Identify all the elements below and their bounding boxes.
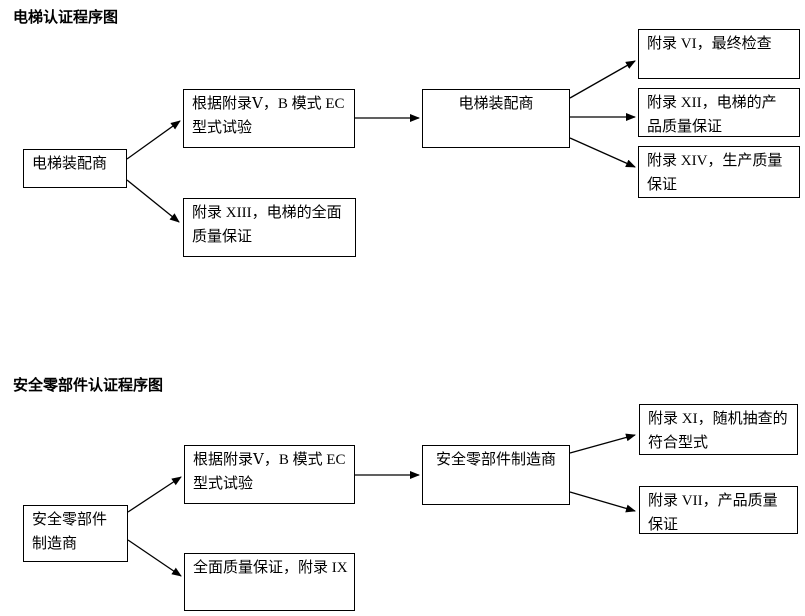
box-label: 保证 xyxy=(647,177,678,193)
arrow-installer-mid-to-production-qa xyxy=(569,137,636,168)
box-elevator-installer-source: 电梯装配商 xyxy=(23,149,127,188)
box-label: 保证 xyxy=(648,517,679,533)
box-elevator-installer-mid: 电梯装配商 xyxy=(422,89,570,148)
diagram2-title: 安全零部件认证程序图 xyxy=(13,378,164,394)
box-annex11-random-sampling-check: 附录 XI，随机抽查的 符合型式 xyxy=(639,404,798,455)
box-label: 型式试验 xyxy=(192,120,253,136)
box-annex14-production-quality-assurance: 附录 XIV，生产质量 保证 xyxy=(638,146,800,198)
box-label: 附录 XIII，电梯的全面 xyxy=(192,205,342,221)
box-label: 型式试验 xyxy=(193,476,254,492)
box-label: 附录 XI，随机抽查的 xyxy=(648,411,788,427)
box-label: 安全零部件制造商 xyxy=(435,452,556,468)
arrow-manufacturer-mid-to-product-qa xyxy=(569,491,636,513)
arrow-installer-to-type-exam xyxy=(126,120,181,160)
box-ec-type-exam-2: 根据附录Ⅴ，B 模式 EC 型式试验 xyxy=(184,445,355,504)
box-safety-component-manufacturer-mid: 安全零部件制造商 xyxy=(422,445,570,505)
box-annex7-product-quality-assurance: 附录 VII，产品质量 保证 xyxy=(639,486,798,534)
arrow-installer-mid-to-final-inspection xyxy=(569,60,636,99)
box-label: 品质量保证 xyxy=(647,119,723,135)
box-annex9-full-quality-assurance: 全面质量保证，附录 IX xyxy=(184,553,355,611)
box-ec-type-exam-1: 根据附录Ⅴ，B 模式 EC 型式试验 xyxy=(183,89,355,148)
arrow-manufacturer-to-type-exam xyxy=(127,476,182,513)
box-label: 根据附录Ⅴ，B 模式 EC xyxy=(193,452,346,468)
diagram1-title: 电梯认证程序图 xyxy=(13,10,119,26)
box-safety-component-manufacturer-source: 安全零部件 制造商 xyxy=(23,505,128,562)
box-label: 附录 XII，电梯的产 xyxy=(647,95,777,111)
box-label: 符合型式 xyxy=(648,435,709,451)
box-annex12-product-quality-assurance: 附录 XII，电梯的产 品质量保证 xyxy=(638,88,800,137)
box-label: 根据附录Ⅴ，B 模式 EC xyxy=(192,96,345,112)
box-label: 全面质量保证，附录 IX xyxy=(193,560,348,576)
arrow-installer-to-full-qa xyxy=(126,179,180,223)
arrow-manufacturer-mid-to-random-check xyxy=(569,433,636,454)
box-label: 质量保证 xyxy=(192,229,253,245)
box-label: 电梯装配商 xyxy=(32,156,108,172)
box-annex13-full-quality-assurance: 附录 XIII，电梯的全面 质量保证 xyxy=(183,198,356,257)
box-annex6-final-inspection: 附录 VI，最终检查 xyxy=(638,29,800,79)
box-label: 附录 VII，产品质量 xyxy=(648,493,778,509)
box-label: 电梯装配商 xyxy=(458,96,534,112)
box-label: 制造商 xyxy=(32,536,78,552)
box-label: 附录 XIV，生产质量 xyxy=(647,153,783,169)
box-label: 附录 VI，最终检查 xyxy=(647,36,772,52)
box-label: 安全零部件 xyxy=(32,512,108,528)
arrow-manufacturer-to-full-qa xyxy=(127,539,182,577)
